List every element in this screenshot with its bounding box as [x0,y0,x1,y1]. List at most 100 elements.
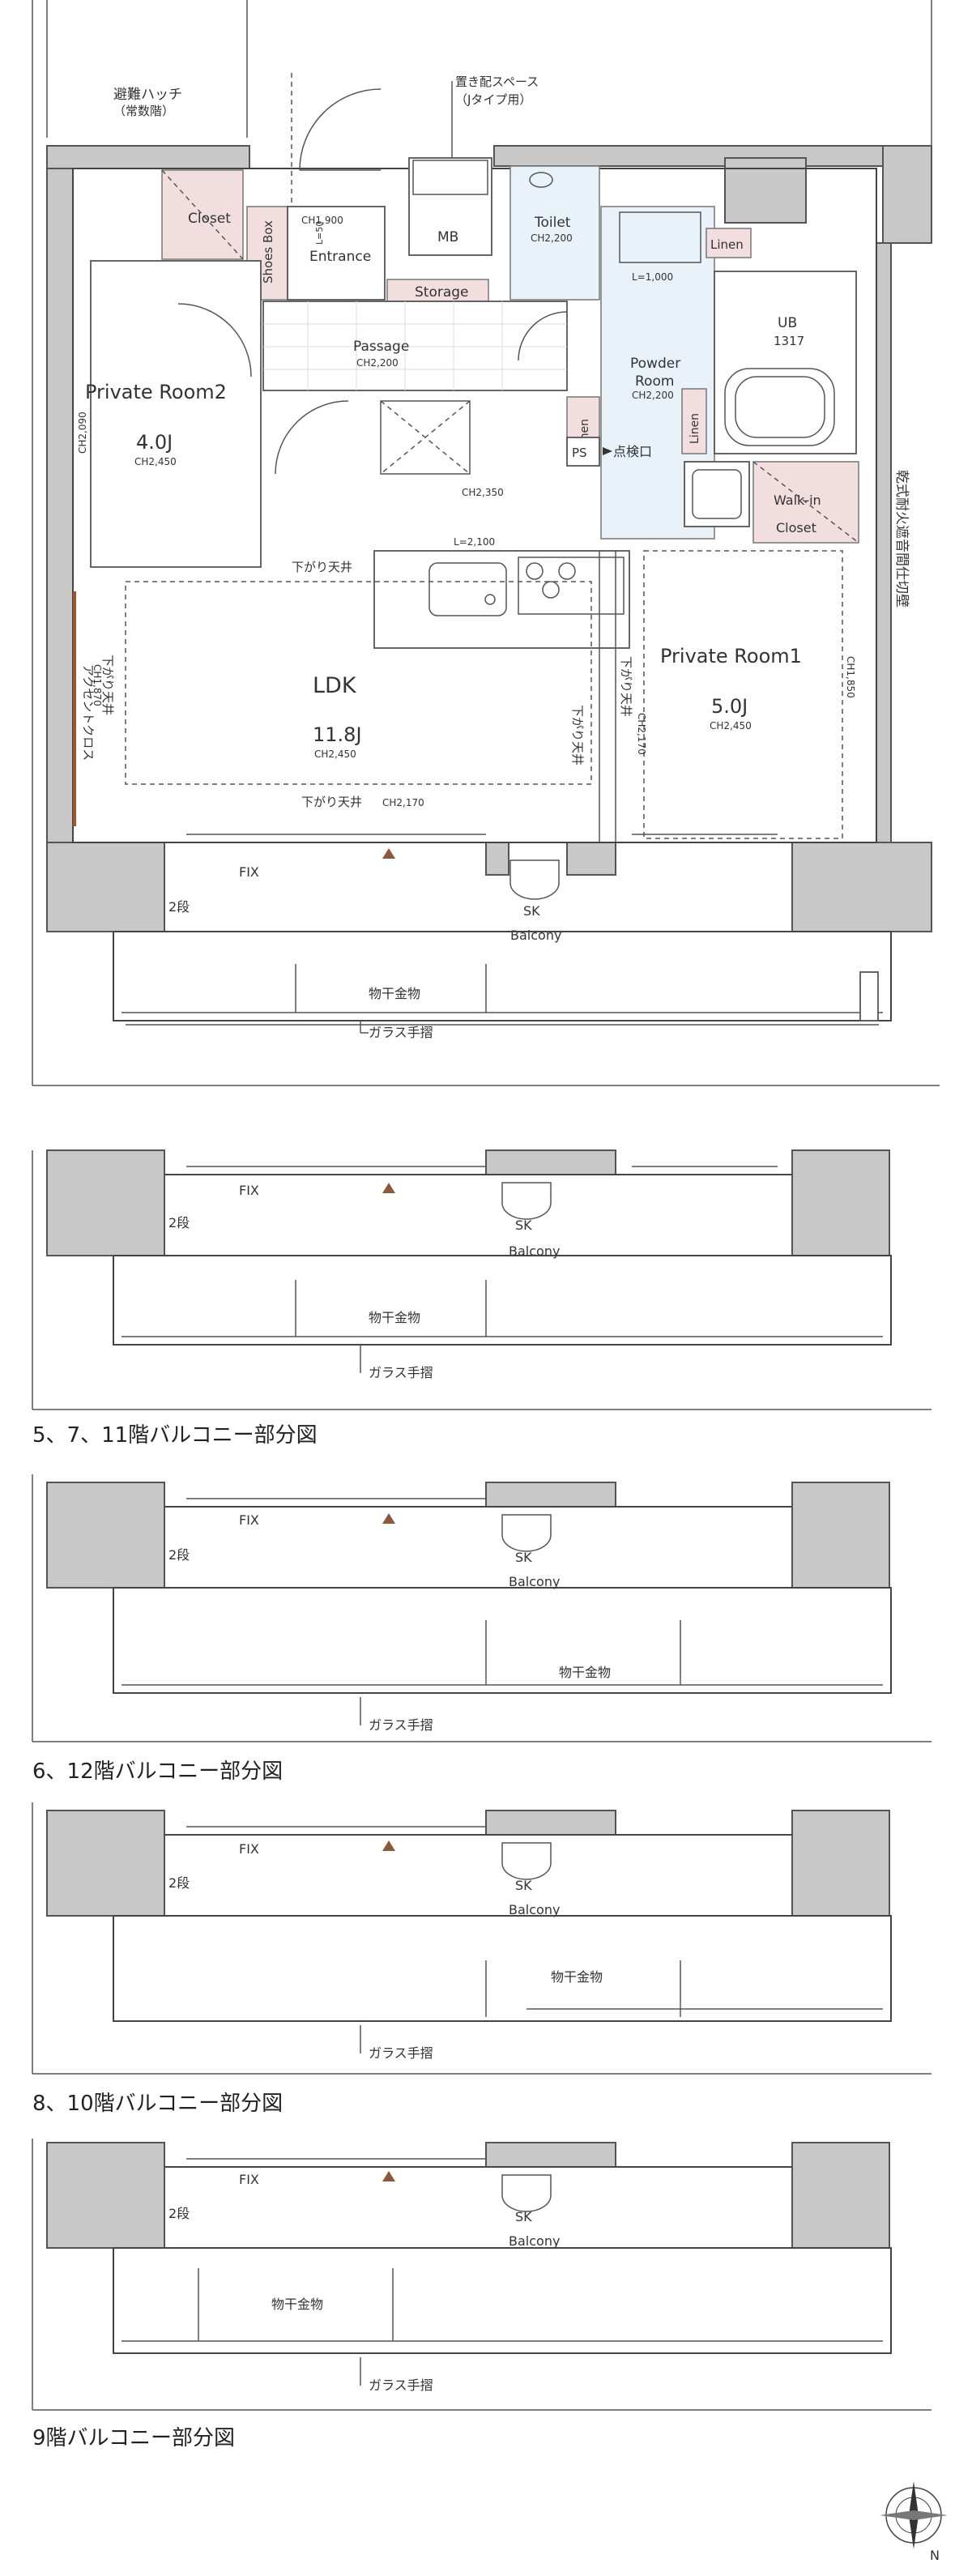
ldk-name: LDK [313,673,357,698]
fix-label: FIX [239,864,259,880]
entrance-door-swing [299,88,382,171]
ldk-ceiling: CH2,450 [314,748,356,760]
passage[interactable] [262,301,568,391]
entrance[interactable] [287,206,386,301]
wall-mid-col2 [566,842,616,876]
v1-drying: 物干金物 [369,1310,420,1325]
glass-rail-label: ガラス手摺 [369,1025,433,1040]
v1-fix: FIX [239,1183,259,1198]
v3-drying: 物干金物 [551,1969,603,1985]
fridge-space [380,400,471,475]
inspection-label: 点検口 [613,444,652,459]
delivery-label-1: 置き配スペース [455,75,539,89]
wall-bottom-left [46,842,165,932]
delivery-label-2: （Jタイプ用） [455,92,531,107]
linen-right [681,388,707,454]
v3-step: 2段 [168,1875,190,1891]
room1-name: Private Room1 [660,645,802,667]
ps-label: PS [572,446,587,460]
v2-caption: 6、12階バルコニー部分図 [32,1759,283,1784]
kitchen-len: L=2,100 [454,536,495,548]
wall-top-right [493,145,932,167]
ps [566,437,600,467]
v2-step: 2段 [168,1547,190,1563]
lowered-ceiling-ldk-right: 下がり天井 [570,705,585,766]
wall-right-top [882,145,932,244]
v2-drying: 物干金物 [559,1665,611,1680]
lowered-ceiling-top: 下がり天井 [292,560,352,574]
powder-label-1: Powder [630,356,680,372]
room2-area: 4.0J [136,431,173,454]
powder-label-2: Room [635,373,674,390]
passage-ceiling: CH2,200 [356,357,399,369]
toilet[interactable] [509,165,600,301]
compass-icon: N [880,2481,948,2563]
sk-label: SK [523,903,540,919]
main-plan: Closet Shoes Box Entrance CH1,900 L=50 避… [32,0,940,1086]
v1-sk: SK [515,1218,532,1233]
v2-balcony: Balcony [509,1574,560,1589]
lowered-ceiling-bottom: 下がり天井 [301,795,362,809]
room1-area: 5.0J [711,695,748,718]
lowered-ceiling-room1: 下がり天井 [619,656,633,717]
v1-step: 2段 [168,1215,190,1230]
v3-balcony: Balcony [509,1902,560,1917]
ub-size: 1317 [774,334,804,348]
linen-top [706,228,752,258]
entrance-small: L=50 [314,221,325,245]
toilet-ceiling: CH2,200 [531,232,573,244]
v4-balcony: Balcony [509,2233,560,2249]
wall-bottom-right [791,842,932,932]
v1-glass: ガラス手摺 [369,1365,433,1380]
v1-balcony: Balcony [509,1243,560,1259]
powder-ceiling: CH2,200 [632,390,674,401]
entry-marker [382,848,395,859]
wic-label-1: Walk-in [774,493,821,508]
ub-label: UB [778,315,797,331]
lowered-ceiling-left: 下がり天井 [100,655,115,715]
unit-bath[interactable] [714,271,857,454]
cooktop [518,557,625,615]
storage-label: Storage [415,284,469,301]
storage [386,279,489,302]
v1-caption: 5、7、11階バルコニー部分図 [32,1423,318,1448]
room2-ceiling-side: CH2,090 [77,412,88,454]
ch-room1-v: CH2,170 [636,713,647,755]
variant-1: FIX 2段 SK Balcony 物干金物 ガラス手摺 5、7、11階バルコニ… [32,1149,932,1448]
room2-ceiling: CH2,450 [134,456,177,467]
ch-left-v: CH1,870 [92,664,103,706]
kitchen-sink [428,562,507,616]
v4-step: 2段 [168,2206,190,2221]
powder-len: L=1,000 [632,271,673,283]
linen-right-label: Linen [688,413,701,444]
v2-sk: SK [515,1550,532,1565]
ch-room1-right: CH1,850 [845,656,856,698]
hatch-label-1: 避難ハッチ [113,87,182,103]
mb-label: MB [437,229,458,245]
toilet-label: Toilet [534,215,571,231]
mb[interactable] [408,157,492,256]
wall-mid-col [485,842,509,876]
v3-glass: ガラス手摺 [369,2045,433,2061]
v3-fix: FIX [239,1841,259,1857]
closet-label: Closet [188,211,231,227]
v3-caption: 8、10階バルコニー部分図 [32,2092,283,2116]
kitchen-counter[interactable] [373,550,630,649]
v4-caption: 9階バルコニー部分図 [32,2426,235,2450]
v2-glass: ガラス手摺 [369,1717,433,1733]
v4-fix: FIX [239,2172,259,2187]
balcony-label: Balcony [510,928,561,943]
wic-label-2: Closet [776,520,816,535]
sk-basin [509,859,560,900]
wall-top-left [46,145,250,169]
accent-cloth: アクセントクロス [81,664,96,761]
v2-fix: FIX [239,1512,259,1528]
compass-north: N [930,2548,940,2563]
wash-basin [619,211,701,263]
private-room-2[interactable] [90,260,262,568]
ldk-area: 11.8J [313,723,362,746]
step-label: 2段 [168,899,190,915]
v3-sk: SK [515,1878,532,1893]
drying-label: 物干金物 [369,986,420,1001]
